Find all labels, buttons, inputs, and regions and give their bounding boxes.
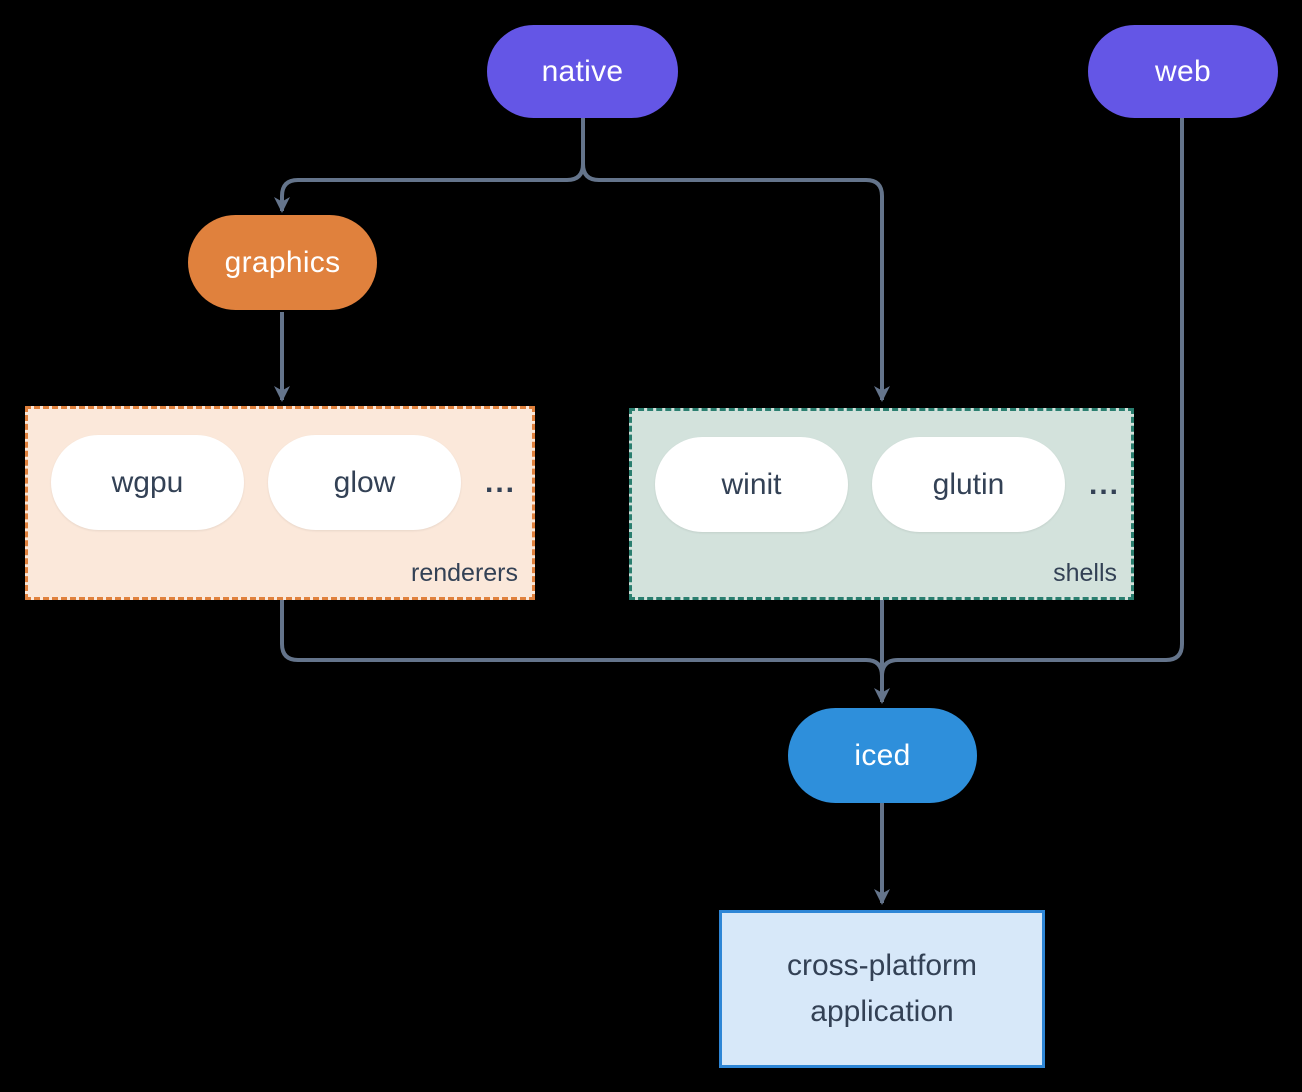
edge-native-graphics <box>274 118 585 213</box>
node-cross-platform-application: cross-platform application <box>719 910 1045 1068</box>
node-wgpu: wgpu <box>51 435 244 530</box>
group-shells: winit glutin ... shells <box>629 408 1134 600</box>
edge-native-shells <box>581 118 890 402</box>
node-graphics: graphics <box>188 215 377 310</box>
node-glutin: glutin <box>872 437 1065 532</box>
node-iced: iced <box>788 708 977 803</box>
application-label-line2: application <box>810 995 954 1028</box>
shells-ellipsis: ... <box>1089 467 1121 501</box>
node-winit: winit <box>655 437 848 532</box>
node-web: web <box>1088 25 1278 118</box>
shells-group-label: shells <box>1053 559 1117 587</box>
node-native: native <box>487 25 678 118</box>
edge-renderers-junction <box>280 600 884 692</box>
renderers-ellipsis: ... <box>485 465 517 499</box>
group-renderers: wgpu glow ... renderers <box>25 406 535 600</box>
node-glow: glow <box>268 435 461 530</box>
application-label-line1: cross-platform <box>786 949 978 982</box>
renderers-group-label: renderers <box>411 559 518 587</box>
edge-web-junction <box>880 118 1184 692</box>
